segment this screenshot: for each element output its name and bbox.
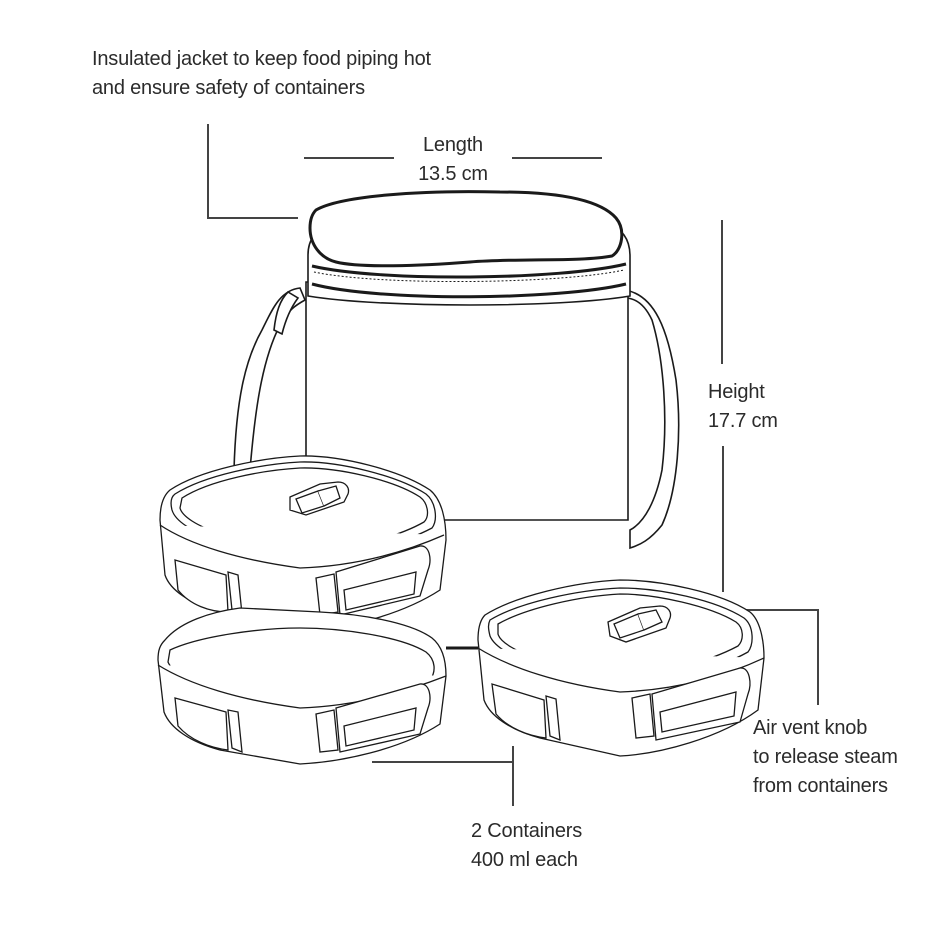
length-annotation: Length 13.5 cm — [400, 131, 506, 189]
containers-line2: 400 ml each — [471, 849, 578, 871]
jacket-annotation-line1: Insulated jacket to keep food piping hot — [92, 48, 431, 70]
length-value: 13.5 cm — [418, 163, 488, 185]
jacket-annotation-line2: and ensure safety of containers — [92, 77, 365, 99]
height-title: Height — [708, 381, 765, 403]
air-vent-line2: to release steam — [753, 746, 898, 768]
jacket-annotation: Insulated jacket to keep food piping hot… — [92, 45, 431, 103]
container-stack-top — [159, 455, 447, 633]
bag-lid — [308, 190, 624, 268]
jacket-leader — [207, 124, 298, 219]
length-title: Length — [423, 134, 483, 156]
container-right — [446, 579, 765, 757]
height-value: 17.7 cm — [708, 410, 778, 432]
height-annotation: Height 17.7 cm — [708, 378, 778, 436]
container-stack-bottom — [157, 607, 447, 765]
air-vent-line3: from containers — [753, 775, 888, 797]
air-vent-annotation: Air vent knob to release steam from cont… — [753, 714, 898, 801]
air-vent-line1: Air vent knob — [753, 717, 868, 739]
bag-strap — [233, 287, 680, 550]
containers-line1: 2 Containers — [471, 820, 582, 842]
containers-annotation: 2 Containers 400 ml each — [471, 817, 582, 875]
